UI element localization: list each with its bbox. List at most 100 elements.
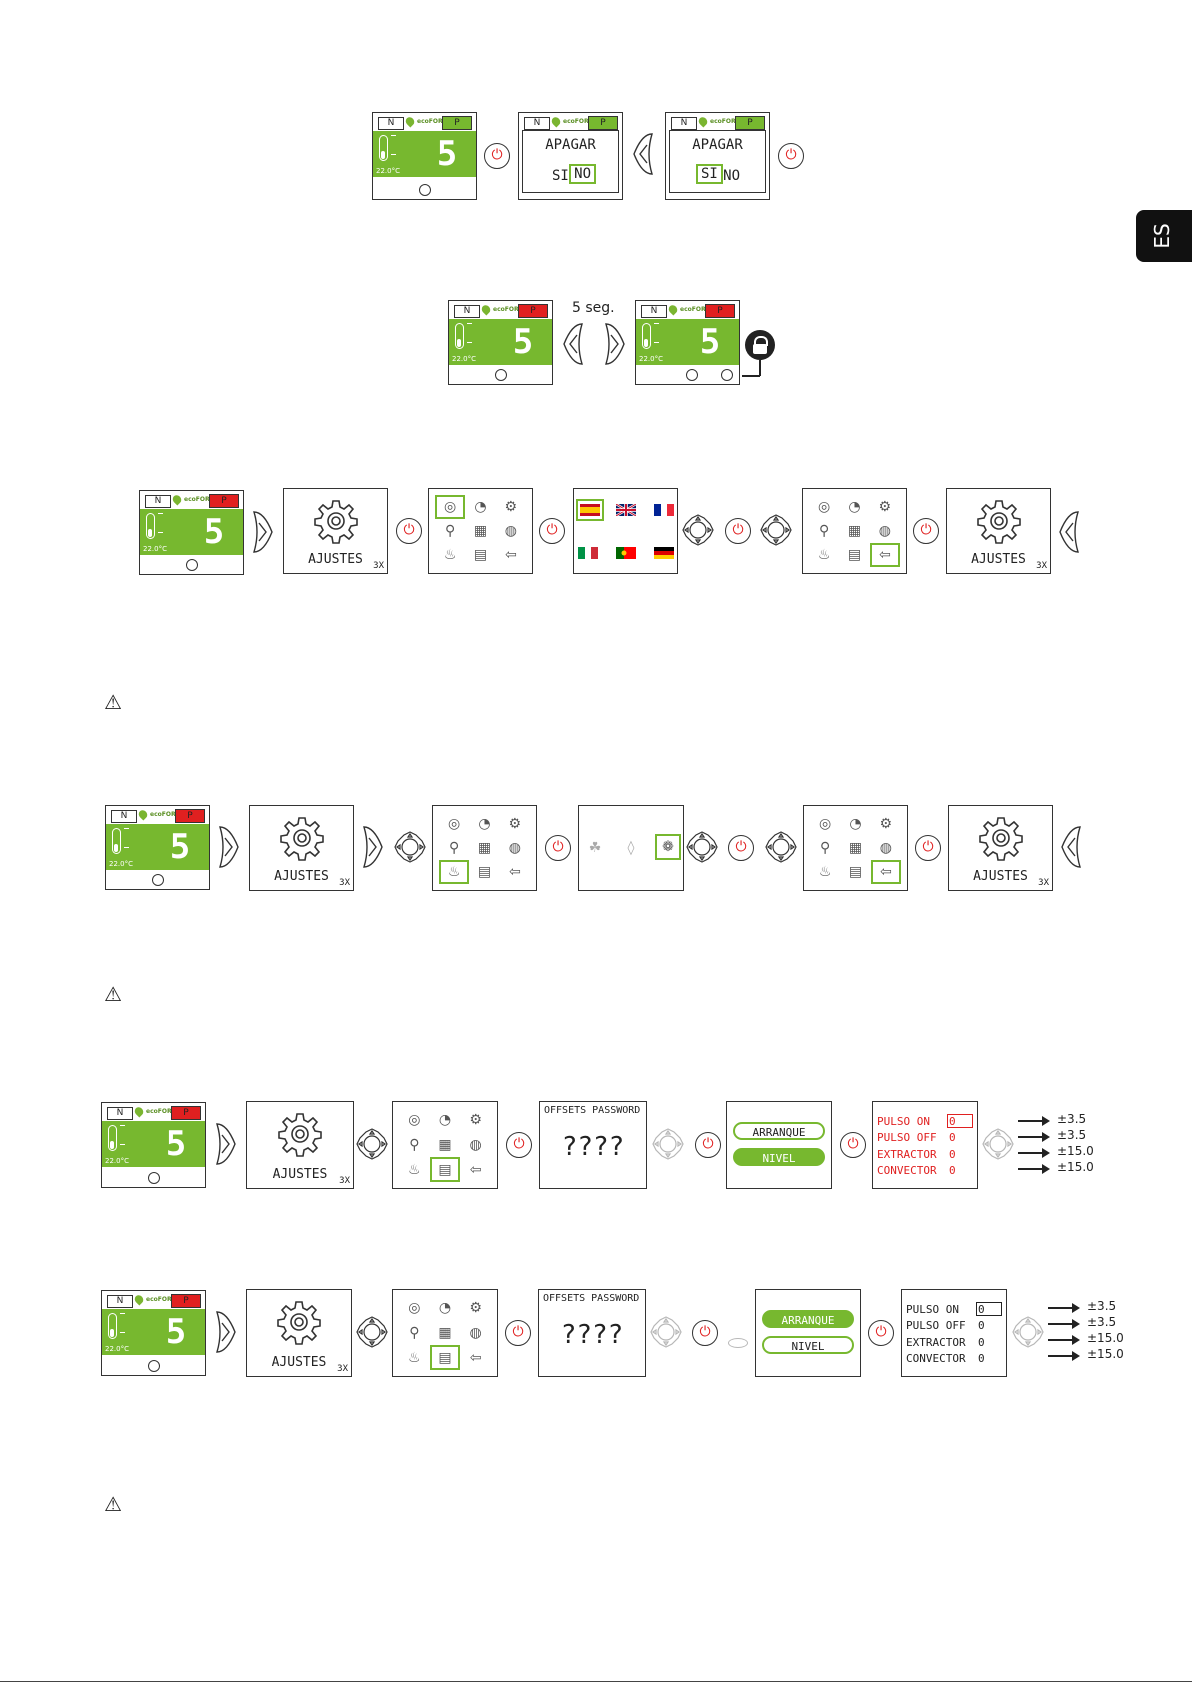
scroll-wheel-icon[interactable] <box>686 831 718 863</box>
power-button-icon[interactable]: ⏻ <box>913 518 939 544</box>
fan-icon[interactable]: ◍ <box>879 840 892 856</box>
power-button-icon[interactable]: ⏻ <box>728 835 754 861</box>
scroll-wheel-icon[interactable] <box>356 1316 388 1348</box>
motor-icon[interactable]: ⚙ <box>469 1112 482 1129</box>
offsets-icon[interactable]: ▤ <box>473 547 488 563</box>
gauge-icon[interactable]: ◔ <box>474 499 487 515</box>
scroll-wheel-icon[interactable] <box>760 514 792 546</box>
right-arrow-button-icon[interactable] <box>360 825 384 869</box>
right-arrow-button-icon[interactable] <box>216 825 240 869</box>
language-globe-icon[interactable]: ◎ <box>448 816 461 832</box>
right-arrow-button-icon[interactable] <box>213 1122 237 1166</box>
yes-option-selected[interactable]: SI <box>696 164 723 184</box>
left-arrow-button-icon[interactable] <box>1060 825 1084 869</box>
right-arrow-button-icon[interactable] <box>213 1310 237 1354</box>
fan-icon[interactable]: ◍ <box>508 840 521 856</box>
fan-icon[interactable]: ◍ <box>469 1136 482 1153</box>
left-arrow-button-icon[interactable] <box>632 132 656 176</box>
arranque-option-selected[interactable]: ARRANQUE <box>762 1310 854 1328</box>
power-button-icon[interactable]: ⏻ <box>778 143 804 169</box>
flame-icon[interactable]: ♨ <box>408 1349 421 1366</box>
right-arrow-button-icon[interactable] <box>602 322 626 366</box>
language-globe-icon[interactable]: ◎ <box>408 1112 421 1129</box>
nivel-option[interactable]: NIVEL <box>762 1336 854 1354</box>
offsets-icon[interactable]: ▤ <box>847 547 862 563</box>
gauge-icon[interactable]: ◔ <box>849 816 862 832</box>
motor-icon[interactable]: ⚙ <box>504 499 518 515</box>
calendar-day-icon[interactable]: ▦ <box>438 1324 452 1341</box>
back-icon[interactable]: ⇦ <box>869 543 900 567</box>
fan-icon[interactable]: ◍ <box>878 523 891 539</box>
flag-italy-icon[interactable] <box>578 547 598 559</box>
power-button-icon[interactable]: ⏻ <box>840 1132 866 1158</box>
fan-icon[interactable]: ◍ <box>504 523 517 539</box>
flag-uk-icon[interactable] <box>616 504 636 516</box>
valves-icon[interactable]: ⚲ <box>449 840 460 856</box>
flame-icon[interactable]: ♨ <box>818 864 832 880</box>
no-option-selected[interactable]: NO <box>569 164 596 184</box>
language-globe-icon[interactable]: ◎ <box>435 495 466 519</box>
flame-icon[interactable]: ♨ <box>439 860 470 884</box>
valves-icon[interactable]: ⚲ <box>409 1324 420 1341</box>
back-icon[interactable]: ⇦ <box>504 547 517 563</box>
scroll-wheel-icon[interactable] <box>1012 1316 1044 1348</box>
left-arrow-button-icon[interactable] <box>1058 510 1082 554</box>
motor-icon[interactable]: ⚙ <box>508 816 522 832</box>
power-button-icon[interactable]: ⏻ <box>725 518 751 544</box>
motor-icon[interactable]: ⚙ <box>879 816 893 832</box>
back-icon[interactable]: ⇦ <box>469 1161 482 1178</box>
power-button-icon[interactable]: ⏻ <box>692 1320 718 1346</box>
scroll-up-icon[interactable] <box>728 1338 748 1348</box>
fuel-option-3-icon[interactable]: ❁ <box>655 834 681 860</box>
fuel-option-2-icon[interactable]: ◊ <box>627 840 635 856</box>
flag-spain-icon[interactable] <box>580 504 600 516</box>
calendar-day-icon[interactable]: ▦ <box>848 840 863 856</box>
power-button-icon[interactable]: ⏻ <box>484 143 510 169</box>
scroll-wheel-icon[interactable] <box>765 831 797 863</box>
valves-icon[interactable]: ⚲ <box>409 1136 420 1153</box>
language-globe-icon[interactable]: ◎ <box>819 816 832 832</box>
yes-option[interactable]: SI <box>552 168 569 184</box>
back-icon[interactable]: ⇦ <box>469 1349 482 1366</box>
arranque-option[interactable]: ARRANQUE <box>733 1122 825 1140</box>
flag-germany-icon[interactable] <box>654 547 674 559</box>
scroll-wheel-icon[interactable] <box>982 1128 1014 1160</box>
language-globe-icon[interactable]: ◎ <box>818 499 831 515</box>
power-button-icon[interactable]: ⏻ <box>915 835 941 861</box>
power-button-icon[interactable]: ⏻ <box>868 1320 894 1346</box>
motor-icon[interactable]: ⚙ <box>878 499 892 515</box>
power-button-icon[interactable]: ⏻ <box>695 1132 721 1158</box>
scroll-wheel-icon[interactable] <box>356 1128 388 1160</box>
nivel-option-selected[interactable]: NIVEL <box>733 1148 825 1166</box>
flag-portugal-icon[interactable] <box>616 547 636 559</box>
back-icon[interactable]: ⇦ <box>870 860 901 884</box>
offsets-icon[interactable]: ▤ <box>429 1157 461 1182</box>
power-button-icon[interactable]: ⏻ <box>505 1320 531 1346</box>
no-option[interactable]: NO <box>723 168 740 184</box>
scroll-wheel-icon[interactable] <box>652 1128 684 1160</box>
flame-icon[interactable]: ♨ <box>443 547 457 563</box>
right-arrow-button-icon[interactable] <box>250 510 274 554</box>
calendar-day-icon[interactable]: ▦ <box>477 840 492 856</box>
password-mask[interactable]: ???? <box>560 1320 624 1350</box>
calendar-day-icon[interactable]: ▦ <box>473 523 488 539</box>
power-button-icon[interactable]: ⏻ <box>506 1132 532 1158</box>
offsets-icon[interactable]: ▤ <box>848 864 863 880</box>
flame-icon[interactable]: ♨ <box>408 1161 421 1178</box>
calendar-day-icon[interactable]: ▦ <box>847 523 862 539</box>
back-icon[interactable]: ⇦ <box>508 864 521 880</box>
power-button-icon[interactable]: ⏻ <box>539 518 565 544</box>
gauge-icon[interactable]: ◔ <box>478 816 491 832</box>
gauge-icon[interactable]: ◔ <box>848 499 861 515</box>
gauge-icon[interactable]: ◔ <box>438 1300 452 1317</box>
power-button-icon[interactable]: ⏻ <box>396 518 422 544</box>
motor-icon[interactable]: ⚙ <box>469 1300 482 1317</box>
power-button-icon[interactable]: ⏻ <box>545 835 571 861</box>
calendar-day-icon[interactable]: ▦ <box>438 1136 452 1153</box>
fan-icon[interactable]: ◍ <box>469 1324 482 1341</box>
fuel-option-1-icon[interactable]: ☘ <box>588 840 602 856</box>
scroll-wheel-icon[interactable] <box>682 514 714 546</box>
valves-icon[interactable]: ⚲ <box>820 840 831 856</box>
password-mask[interactable]: ???? <box>561 1132 625 1162</box>
scroll-wheel-icon[interactable] <box>650 1316 682 1348</box>
